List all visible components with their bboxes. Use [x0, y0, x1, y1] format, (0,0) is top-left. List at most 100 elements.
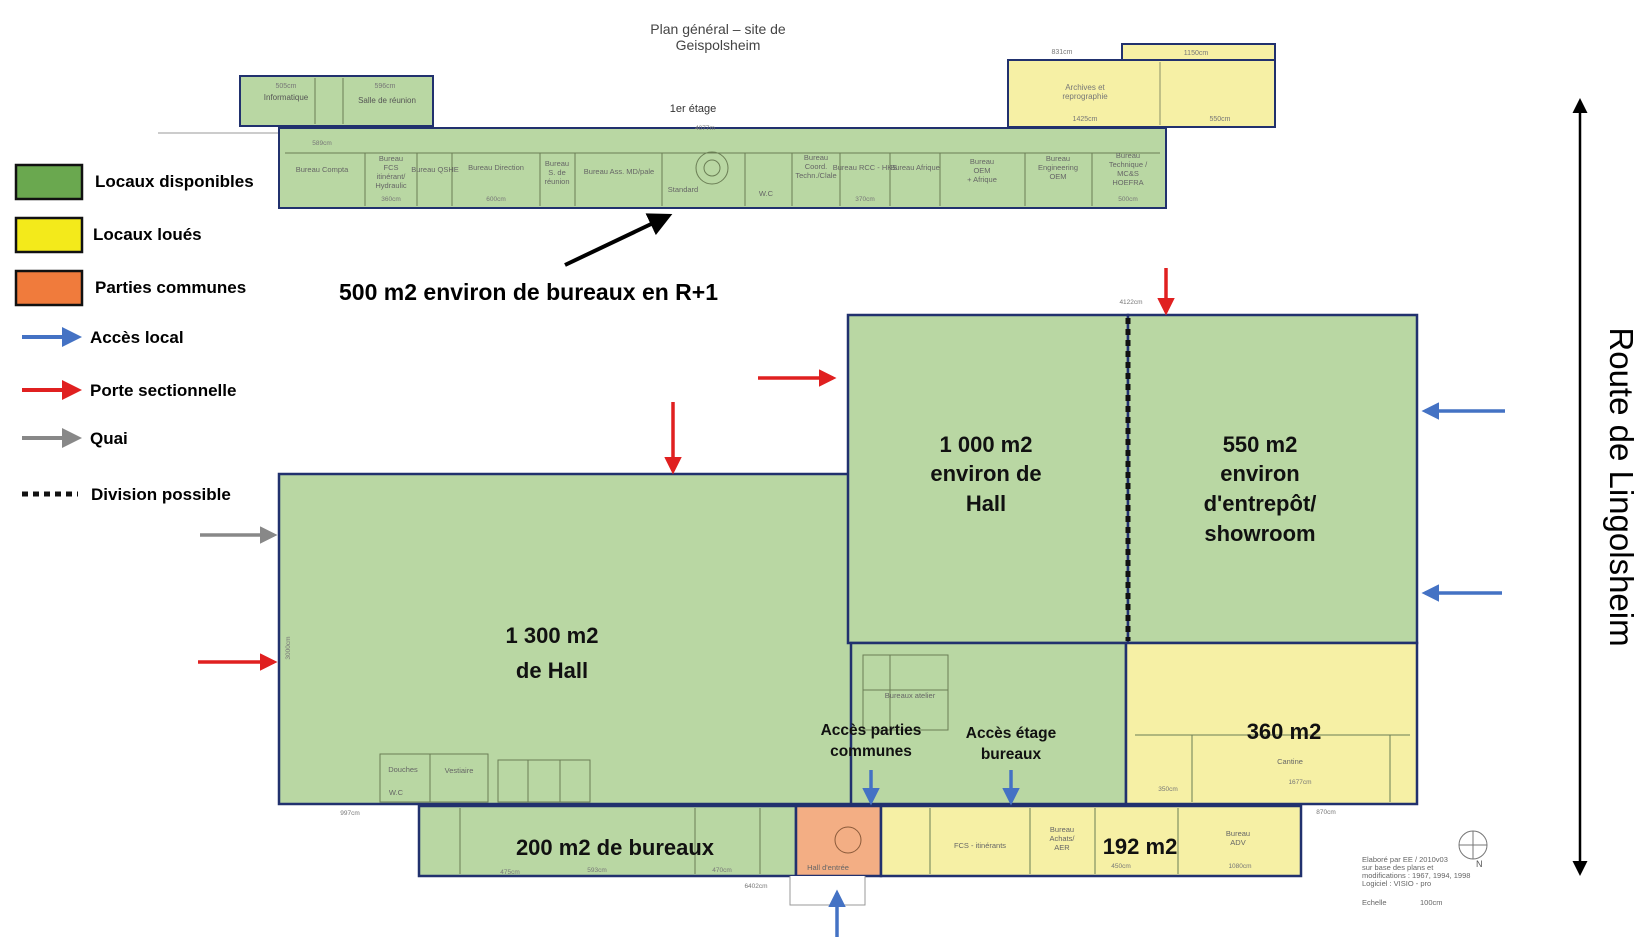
access-common-label-2: communes: [830, 743, 912, 760]
dim-450: 450cm: [1111, 863, 1131, 870]
wc-label: W.C: [759, 189, 774, 198]
rented-192: [879, 804, 1303, 878]
dim-505: 505cm: [275, 83, 296, 90]
offices-200: [417, 804, 798, 878]
ground-floor: Douches Vestiaire W.C Bureaux atelier Ca…: [277, 299, 1419, 906]
floor-label: 1er étage: [670, 103, 716, 115]
wc-lower-label: W.C: [389, 788, 404, 797]
hall-1300: [277, 472, 854, 806]
legend: Locaux disponibles Locaux loués Parties …: [14, 163, 254, 504]
office-oem-l2: OEM: [973, 166, 990, 175]
warehouse-550: [1126, 313, 1419, 645]
dim-1150: 1150cm: [1184, 50, 1209, 57]
dim-6402: 6402cm: [744, 883, 767, 890]
legend-common-label: Parties communes: [95, 278, 246, 297]
room-archives: [1007, 59, 1276, 128]
office-tech-l3: MC&S: [1117, 169, 1139, 178]
scale-label: Echelle: [1362, 898, 1387, 907]
dim-596: 596cm: [374, 83, 395, 90]
office-eng-l1: Bureau: [1046, 154, 1070, 163]
hall-1300-label-1: 1 300 m2: [506, 623, 599, 648]
legend-sectional-door-label: Porte sectionnelle: [90, 381, 236, 400]
dim-350: 350cm: [1158, 786, 1178, 793]
dim-475: 475cm: [500, 869, 520, 876]
office-coord-l1: Bureau: [804, 153, 828, 162]
achats-l1: Bureau: [1050, 825, 1074, 834]
road: Route de Lingolsheim: [1572, 98, 1640, 876]
warehouse-550-label-4: showroom: [1204, 521, 1315, 546]
room-informatique: [239, 75, 434, 127]
warehouse-550-label-2: environ: [1220, 461, 1299, 486]
rented-360: [1124, 641, 1419, 806]
legend-access-label: Accès local: [90, 328, 184, 347]
dim-870: 870cm: [1316, 809, 1336, 816]
legend-available-label: Locaux disponibles: [95, 172, 254, 191]
north-label: N: [1476, 859, 1483, 869]
plan-title-line2: Geispolsheim: [676, 37, 761, 53]
adv-l2: ADV: [1230, 838, 1245, 847]
plan-title-line1: Plan général – site de: [650, 21, 786, 37]
office-fcs-l4: Hydraulic: [375, 181, 407, 190]
office-sreunion-l2: S. de: [548, 168, 566, 177]
achats-l2: Achats/: [1049, 834, 1075, 843]
dim-500: 500cm: [1118, 196, 1138, 203]
arrows: [198, 268, 1505, 937]
legend-swatch-rented: [14, 216, 84, 254]
office-eng-l3: OEM: [1049, 172, 1066, 181]
office-fcs-l2: FCS: [384, 163, 399, 172]
hall-1300-label-2: de Hall: [516, 658, 588, 683]
bureaux-atelier-label: Bureaux atelier: [885, 691, 936, 700]
legend-swatch-common: [14, 269, 84, 307]
office-sreunion-l1: Bureau: [545, 159, 569, 168]
office-fcs-l3: itinérant/: [377, 172, 407, 181]
plan-footnote: Elaboré par EE / 2010v03 sur base des pl…: [1362, 855, 1470, 907]
dim-593: 593cm: [587, 867, 607, 874]
office-rcc-label: Bureau RCC - HKS: [833, 163, 898, 172]
hall-1000: [846, 313, 1130, 645]
warehouse-550-label-3: d'entrepôt/: [1204, 491, 1317, 516]
office-compta-label: Bureau Compta: [296, 165, 349, 174]
office-coord-l3: Techn./Clale: [795, 171, 836, 180]
office-tech-l1: Bureau: [1116, 151, 1140, 160]
footnote-line-3: modifications : 1967, 1994, 1998: [1362, 871, 1470, 880]
upper-floor: Informatique Salle de réunion 505cm 596c…: [158, 43, 1276, 209]
dim-1677: 1677cm: [1288, 779, 1311, 786]
office-eng-l2: Engineering: [1038, 163, 1078, 172]
warehouse-550-label-1: 550 m2: [1223, 432, 1298, 457]
access-floor-label-1: Accès étage: [966, 725, 1057, 742]
road-label: Route de Lingolsheim: [1603, 327, 1640, 646]
dim-831: 831cm: [1051, 49, 1072, 56]
callout-arrow-icon: [564, 213, 673, 267]
office-sreunion-l3: réunion: [544, 177, 569, 186]
cantine-label: Cantine: [1277, 757, 1303, 766]
adv-l1: Bureau: [1226, 829, 1250, 838]
dim-1425: 1425cm: [1073, 116, 1098, 123]
office-assmd-label: Bureau Ass. MD/pale: [584, 167, 654, 176]
offices-200-label: 200 m2 de bureaux: [516, 835, 715, 860]
dim-1080: 1080cm: [1228, 863, 1251, 870]
dim-589: 589cm: [312, 140, 332, 147]
douches-label: Douches: [388, 765, 418, 774]
workshop-offices: [849, 641, 1128, 806]
office-tech-l4: HOEFRA: [1112, 178, 1143, 187]
dim-4077: 4077m: [695, 125, 715, 132]
footnote-line-4: Logiciel : VISIO - pro: [1362, 879, 1431, 888]
dim-470: 470cm: [712, 867, 732, 874]
office-fcs-l1: Bureau: [379, 154, 403, 163]
entrance-stair-icon: [834, 826, 862, 854]
rented-360-label: 360 m2: [1247, 719, 1322, 744]
callout-offices-r1: 500 m2 environ de bureaux en R+1: [339, 279, 718, 305]
dim-3000: 3000cm: [285, 636, 292, 659]
achats-l3: AER: [1054, 843, 1070, 852]
dim-360: 360cm: [381, 196, 401, 203]
footnote-line-2: sur base des plans et: [1362, 863, 1434, 872]
room-archives-label-2: reprographie: [1062, 92, 1108, 101]
legend-swatch-available: [14, 163, 84, 201]
legend-rented-label: Locaux loués: [93, 225, 202, 244]
dim-4122: 4122cm: [1119, 299, 1142, 306]
access-common-label-1: Accès parties: [821, 722, 922, 739]
office-coord-l2: Coord.: [805, 162, 828, 171]
vestiaire-label: Vestiaire: [445, 766, 474, 775]
hall-1000-label-1: 1 000 m2: [940, 432, 1033, 457]
